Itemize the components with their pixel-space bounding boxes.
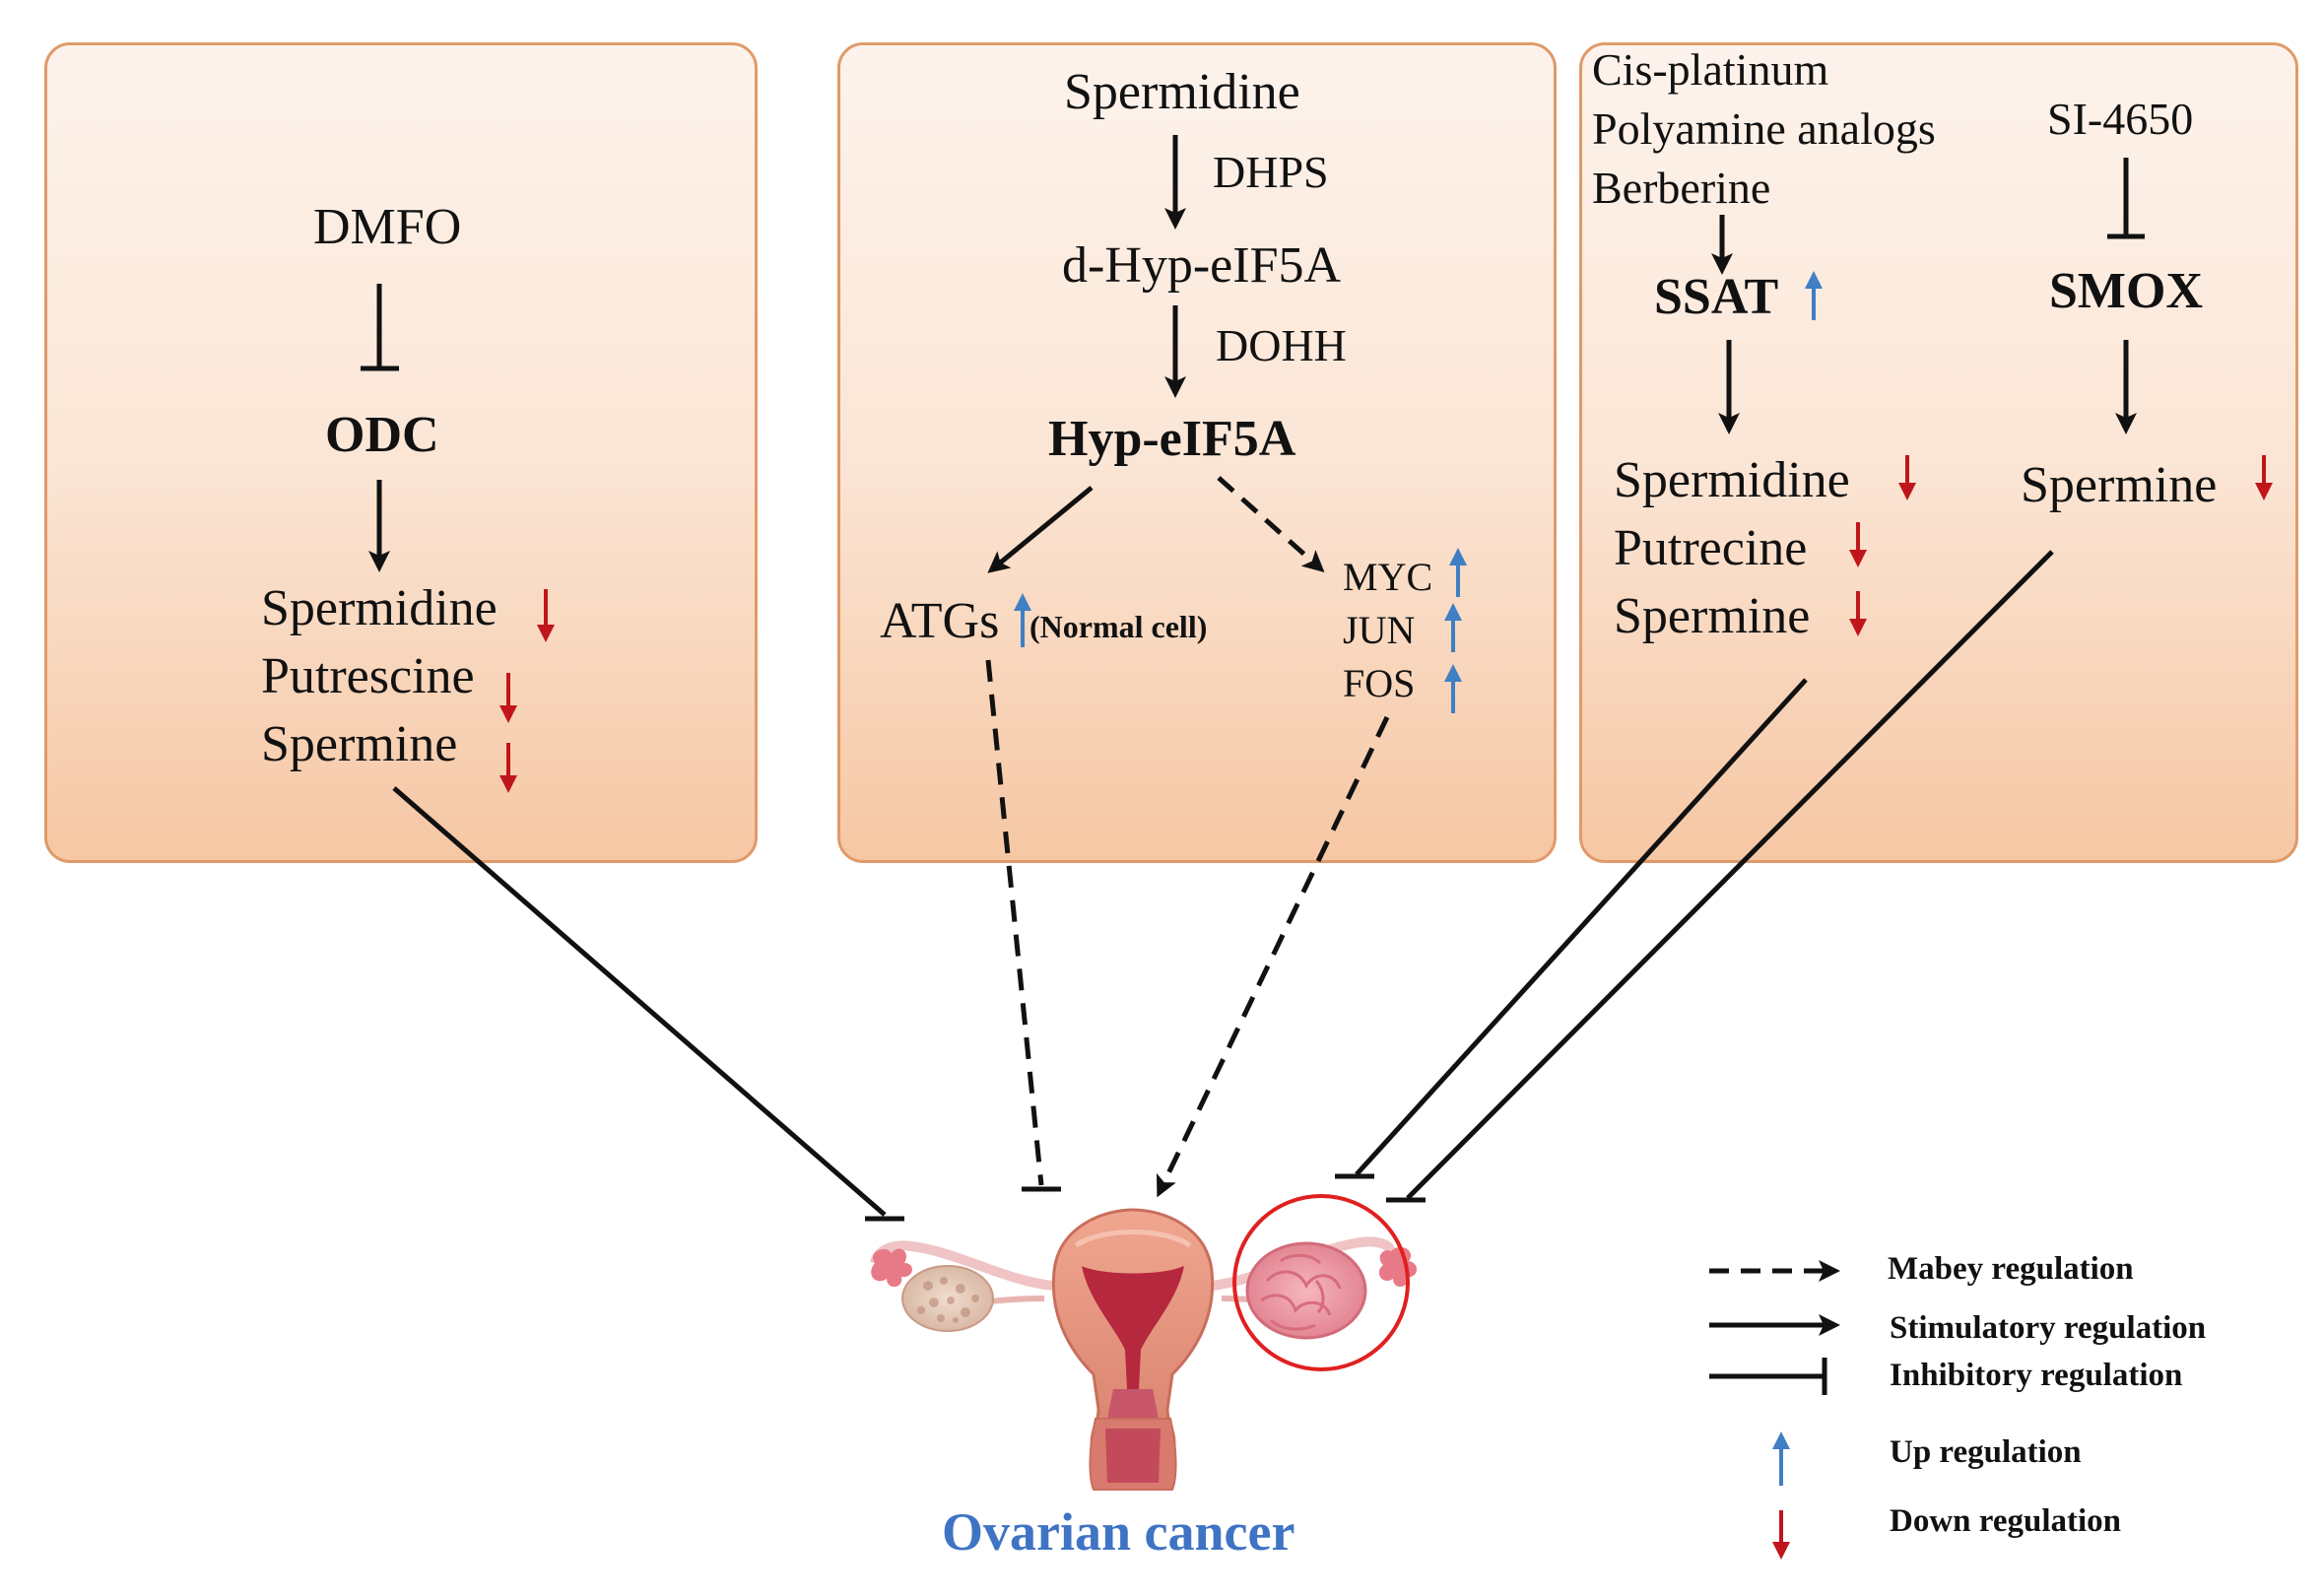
legend-down-label: Down regulation (1890, 1503, 2121, 1539)
ssat-product-spermidine: Spermidine (1614, 452, 1850, 508)
dohh-label: DOHH (1216, 320, 1347, 370)
ssat-product-spermine: Spermine (1614, 588, 1811, 644)
legend-up-label: Up regulation (1890, 1434, 2082, 1470)
eif5a-panel (837, 42, 1557, 863)
odc-product-spermine: Spermine (261, 716, 458, 772)
legend-up-arrow-icon (1772, 1431, 1790, 1486)
uterus-illustration (870, 1194, 1418, 1491)
down-arrow-icon (499, 743, 517, 793)
hyp-eif5a-label: Hyp-eIF5A (1048, 411, 1296, 467)
dhps-label: DHPS (1213, 147, 1329, 197)
odc-to-cancer-inhibit (392, 786, 887, 1217)
ssat-label: SSAT (1654, 269, 1779, 325)
smox-product-spermine: Spermine (2021, 457, 2218, 513)
atgs-label: ATGs (880, 593, 1000, 649)
up-arrow-icon (1449, 548, 1467, 597)
odc-label: ODC (325, 407, 439, 463)
odc-product-spermidine: Spermidine (261, 580, 498, 636)
legend-stimulatory-label: Stimulatory regulation (1890, 1310, 2207, 1346)
up-arrow-icon (1444, 664, 1462, 713)
si4650-label: SI-4650 (2047, 94, 2194, 144)
odc-product-putrescine: Putrescine (261, 648, 475, 704)
eif5a-substrate-label: Spermidine (1064, 64, 1300, 120)
down-arrow-icon (1849, 591, 1867, 636)
ssat-drug-berberine: Berberine (1592, 163, 1771, 213)
dmfo-label: DMFO (313, 199, 462, 255)
ssat-product-putrecine: Putrecine (1614, 520, 1808, 576)
ssat-drug-cisplatinum: Cis-platinum (1592, 44, 1829, 95)
legend-maybe-label: Mabey regulation (1888, 1251, 2134, 1287)
ssat-drug-polyamine-analogs: Polyamine analogs (1592, 103, 1936, 154)
down-arrow-icon (1849, 522, 1867, 567)
smox-to-cancer-inhibit (1406, 550, 2054, 1200)
down-arrow-icon (1898, 455, 1916, 500)
down-arrow-icon (537, 589, 555, 642)
legend-down-arrow-icon (1772, 1510, 1790, 1560)
down-arrow-icon (499, 673, 517, 723)
oncogene-dashed-arrow (1217, 476, 1325, 572)
d-hyp-eif5a-label: d-Hyp-eIF5A (1062, 237, 1342, 294)
jun-label: JUN (1343, 608, 1416, 652)
up-arrow-icon (1805, 271, 1823, 320)
smox-label: SMOX (2049, 263, 2203, 319)
down-arrow-icon (2255, 455, 2273, 500)
up-arrow-icon (1444, 603, 1462, 652)
up-arrow-icon (1014, 593, 1031, 647)
legend-inhibitory-label: Inhibitory regulation (1890, 1358, 2183, 1393)
ssat-smox-panel (1579, 42, 2298, 863)
atgs-to-cancer-dashed (985, 659, 1044, 1186)
tumor-highlight-circle (1232, 1194, 1410, 1371)
fos-label: FOS (1343, 661, 1416, 705)
myc-label: MYC (1343, 555, 1433, 599)
ssat-to-cancer-inhibit (1355, 678, 1808, 1176)
oncogene-to-cancer-dashed (1156, 715, 1390, 1198)
atgs-note: (Normal cell) (1029, 609, 1208, 644)
odc-panel (44, 42, 758, 863)
atgs-arrow (987, 486, 1094, 573)
ovarian-cancer-label: Ovarian cancer (942, 1502, 1295, 1562)
